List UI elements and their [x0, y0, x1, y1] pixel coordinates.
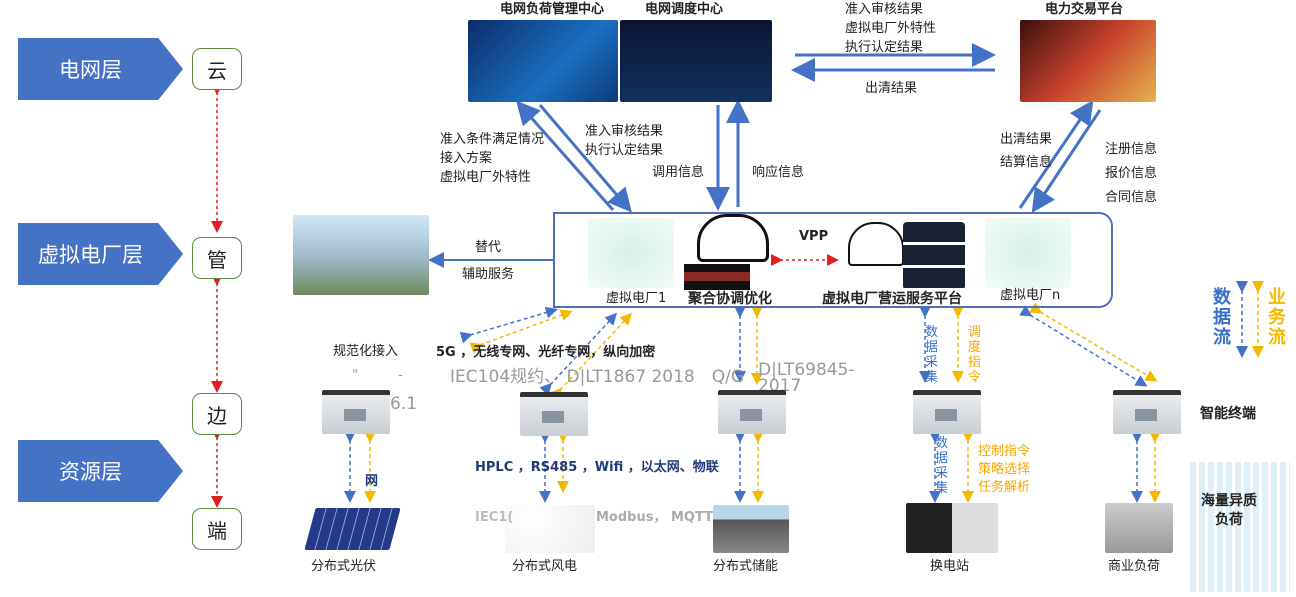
flow-label: 结算信息	[1000, 155, 1053, 170]
smart-terminal-label: 智能终端	[1200, 406, 1256, 422]
fragment: 6.1	[390, 394, 418, 414]
to-trade-labels: 准入审核结果 虚拟电厂外特性 执行认定结果	[845, 0, 936, 57]
business-flow-legend: 业务流	[1268, 287, 1286, 348]
vppn-label: 虚拟电厂n	[1000, 288, 1061, 303]
fragment: "	[352, 368, 358, 383]
dispatch-center-title: 电网调度中心	[645, 2, 724, 17]
platform-label: 虚拟电厂营运服务平台	[822, 291, 962, 307]
dispatch-cmd-label: 调度指令	[968, 325, 982, 385]
data-collect-label-2: 数据采集	[935, 436, 949, 496]
cloud-icon	[848, 222, 904, 266]
flow-label: 虚拟电厂外特性	[440, 170, 532, 185]
layer-vpp: 虚拟电厂层	[18, 223, 183, 285]
call-info-label: 调用信息	[652, 165, 705, 180]
city-skyline-image	[1190, 462, 1290, 592]
network-label: 5G ，无线专网、光纤专网，纵向加密	[436, 345, 656, 360]
flow-label: 注册信息	[1105, 142, 1158, 157]
flow-label: 准入审核结果	[585, 124, 664, 139]
smart-terminal-device	[322, 390, 390, 434]
smart-terminal-device	[913, 390, 981, 434]
tier-edge: 边	[192, 393, 242, 435]
data-collect-label: 数据采集	[925, 325, 939, 385]
pv-label: 分布式光伏	[311, 559, 377, 574]
flow-label: 执行认定结果	[845, 40, 924, 55]
field-protocol: IEC1(	[475, 510, 514, 525]
smart-terminal-device	[718, 390, 786, 434]
field-network-label: HPLC ，RS485 ，Wifi ，以太网、物联	[475, 460, 719, 475]
tier-cloud: 云	[192, 48, 242, 90]
storage-label: 分布式储能	[713, 559, 779, 574]
trade-platform-image	[1020, 20, 1156, 102]
server-icon	[903, 222, 965, 290]
cloud-icon	[697, 214, 769, 262]
storage-image	[713, 505, 789, 553]
load-label: 负荷	[1215, 512, 1243, 528]
wind-image	[505, 505, 595, 553]
load-center-title: 电网负荷管理中心	[500, 2, 605, 17]
fragment: -	[398, 368, 403, 383]
data-flow-legend: 数据流	[1213, 287, 1231, 348]
wind-label: 分布式风电	[512, 559, 578, 574]
tier-manage: 管	[192, 237, 242, 279]
vpp1-label: 虚拟电厂1	[606, 291, 667, 306]
flow-label: 合同信息	[1105, 190, 1158, 205]
smart-terminal-device	[520, 392, 588, 436]
ctrl-label: 任务解析	[978, 480, 1031, 495]
flow-label: 准入审核结果	[845, 2, 924, 17]
aggregate-base-icon	[684, 264, 750, 290]
clearing-result-label: 出清结果	[865, 81, 918, 96]
flow-label: 接入方案	[440, 151, 493, 166]
trade-platform-title: 电力交易平台	[1045, 2, 1124, 17]
swap-label: 换电站	[930, 559, 970, 574]
flow-label: 出清结果	[1000, 132, 1053, 147]
vpp-box	[553, 212, 1113, 308]
ctrl-label: 策略选择	[978, 462, 1031, 477]
vpp-label: VPP	[799, 229, 829, 244]
pv-image	[304, 508, 401, 550]
aux-service-label: 辅助服务	[462, 267, 515, 282]
flow-label: 准入条件满足情况	[440, 132, 545, 147]
ctrl-label: 控制指令	[978, 444, 1031, 459]
aggregate-label: 聚合协调优化	[688, 291, 772, 307]
smart-terminal-device	[1113, 390, 1181, 434]
standard-access-label: 规范化接入	[333, 344, 399, 359]
replace-label: 替代	[475, 240, 502, 255]
field-fragment: 网	[365, 474, 379, 489]
swap-station-image	[906, 503, 998, 553]
protocol-label: IEC104规约、 D|LT1867 2018 Q/G	[450, 367, 745, 387]
dispatch-center-image	[620, 20, 772, 102]
tier-end: 端	[192, 508, 242, 550]
load-label: 海量异质	[1201, 493, 1257, 509]
vppn-image	[985, 218, 1071, 288]
field-protocol-2: Modbus， MQTT	[596, 510, 714, 525]
layer-resource: 资源层	[18, 440, 183, 502]
layer-grid: 电网层	[18, 38, 183, 100]
load-center-image	[468, 20, 618, 102]
commercial-load-image	[1105, 503, 1173, 553]
thermal-plant-image	[293, 215, 429, 295]
vpp1-image	[588, 218, 674, 288]
commercial-label: 商业负荷	[1108, 559, 1161, 574]
response-info-label: 响应信息	[752, 165, 805, 180]
flow-label: 虚拟电厂外特性	[845, 21, 937, 36]
flow-label: 报价信息	[1105, 166, 1158, 181]
flow-label: 执行认定结果	[585, 143, 664, 158]
